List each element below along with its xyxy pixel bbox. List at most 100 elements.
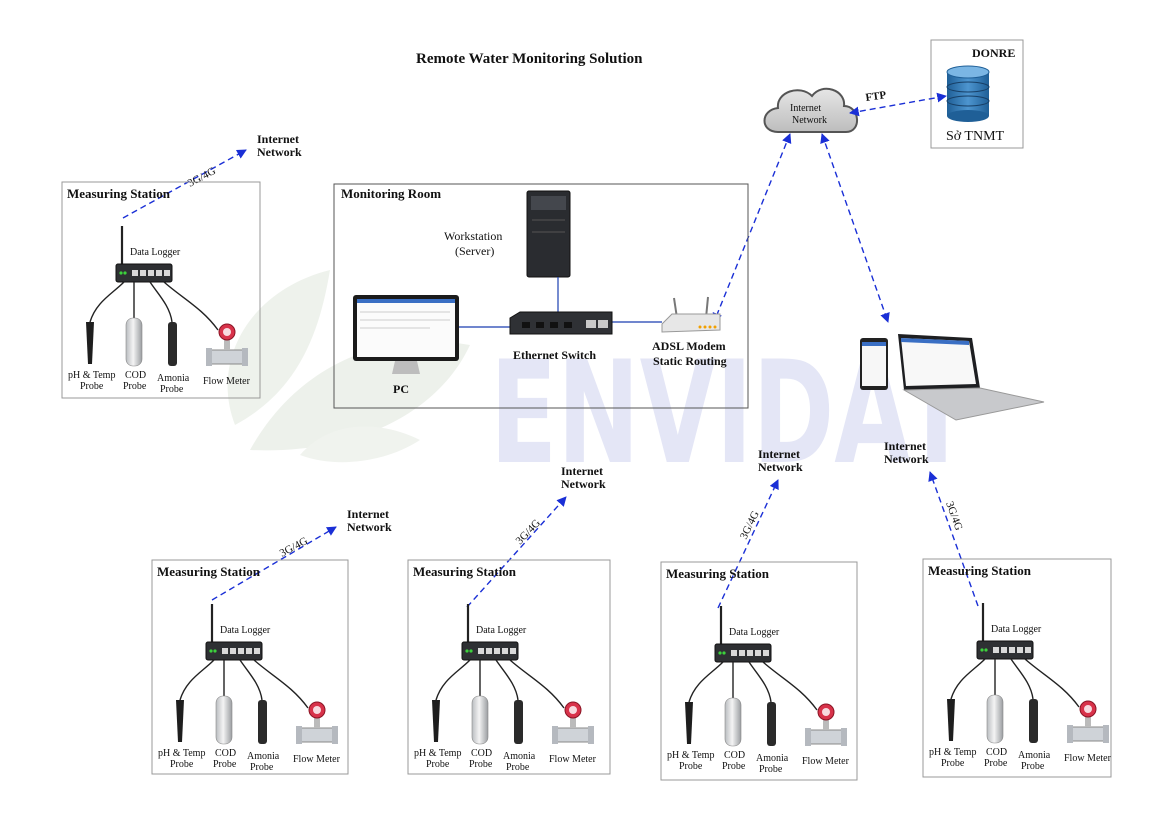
modem-label-line1: ADSL Modem xyxy=(652,339,726,353)
station-box xyxy=(660,561,858,781)
donre-database-label: Sở TNMT xyxy=(946,129,1005,144)
flow-display xyxy=(223,328,231,336)
uplink-label: 3G/4G xyxy=(278,535,310,560)
amonia-label-line1: Amonia xyxy=(503,751,536,762)
amonia-cable xyxy=(149,281,173,323)
cloud-laptop-link xyxy=(820,133,890,323)
flow-flange xyxy=(588,726,594,744)
ph-label-line1: pH & Temp xyxy=(68,370,115,381)
flow-pipe xyxy=(555,727,591,743)
flow-pipe xyxy=(808,729,844,745)
flow-flange xyxy=(841,728,847,746)
modem-label-line2: Static Routing xyxy=(653,354,727,368)
logger-port xyxy=(739,650,745,656)
cod-label-line2: Probe xyxy=(213,759,237,770)
logger-label: Data Logger xyxy=(220,625,271,636)
ph-label-line1: pH & Temp xyxy=(414,748,461,759)
cod-label-line1: COD xyxy=(125,370,146,381)
mobile-phone-icon xyxy=(860,338,888,390)
ftp-link xyxy=(849,92,947,117)
watermark: ENVIDAT xyxy=(227,270,970,496)
logger-port xyxy=(502,648,508,654)
logger-label: Data Logger xyxy=(729,627,780,638)
ftp-label: FTP xyxy=(865,89,888,104)
logger-led xyxy=(980,648,984,652)
cloud-label-line1: Internet xyxy=(790,103,821,114)
amonia-probe-icon xyxy=(514,700,523,744)
amonia-cable xyxy=(239,659,263,701)
ph-probe-icon xyxy=(176,700,184,742)
logger-port xyxy=(486,648,492,654)
amonia-label-line1: Amonia xyxy=(247,751,280,762)
logger-label: Data Logger xyxy=(476,625,527,636)
internet-label-line1: Internet xyxy=(758,447,800,461)
flow-flange xyxy=(552,726,558,744)
amonia-label-line2: Probe xyxy=(506,762,530,773)
amonia-cable xyxy=(748,661,772,703)
flow-pipe xyxy=(209,349,245,365)
ph-label-line2: Probe xyxy=(679,761,703,772)
logger-port xyxy=(222,648,228,654)
flow-flange xyxy=(332,726,338,744)
dynamic-layer: InternetNetwork3G/4GInternetNetwork3G/4G… xyxy=(61,132,1112,781)
cod-label-line2: Probe xyxy=(469,759,493,770)
database-icon xyxy=(946,65,990,122)
uplink-label: 3G/4G xyxy=(738,509,762,541)
flow-cable xyxy=(253,659,309,709)
ph-label-line2: Probe xyxy=(170,759,194,770)
logger-port xyxy=(140,270,146,276)
cod-label-line2: Probe xyxy=(984,758,1008,769)
logger-led xyxy=(123,271,127,275)
internet-label-line2: Network xyxy=(758,460,803,474)
logger-port xyxy=(747,650,753,656)
logger-port xyxy=(731,650,737,656)
internet-label-line1: Internet xyxy=(257,132,299,146)
cod-label-line1: COD xyxy=(215,748,236,759)
internet-label-line2: Network xyxy=(257,145,302,159)
amonia-probe-icon xyxy=(258,700,267,744)
logger-led xyxy=(119,271,123,275)
cod-label-line1: COD xyxy=(986,747,1007,758)
data-logger-icon xyxy=(976,640,1034,660)
cod-label-line1: COD xyxy=(471,748,492,759)
logger-port xyxy=(1017,647,1023,653)
logger-led xyxy=(469,649,473,653)
uplink-3g4g xyxy=(466,496,567,608)
station-title: Measuring Station xyxy=(413,564,517,579)
amonia-probe-icon xyxy=(168,322,177,366)
cod-probe-icon xyxy=(471,695,489,745)
ph-cable xyxy=(950,658,986,700)
logger-port xyxy=(132,270,138,276)
flow-display xyxy=(822,708,830,716)
ph-probe-icon xyxy=(432,700,440,742)
internet-label-line1: Internet xyxy=(347,507,389,521)
logger-led xyxy=(213,649,217,653)
logger-port xyxy=(254,648,260,654)
laptop-icon xyxy=(898,334,1045,421)
logger-led xyxy=(465,649,469,653)
ph-probe-icon xyxy=(685,702,693,744)
logger-led xyxy=(722,651,726,655)
ph-cable xyxy=(688,661,724,703)
logger-port xyxy=(1025,647,1031,653)
internet-label-line2: Network xyxy=(347,520,392,534)
station-title: Measuring Station xyxy=(666,566,770,581)
flow-flange xyxy=(206,348,212,366)
uplink-label: 3G/4G xyxy=(186,165,218,190)
flow-flange xyxy=(242,348,248,366)
amonia-cable xyxy=(1010,658,1034,700)
uplink-3g4g xyxy=(717,479,779,609)
flow-meter-icon xyxy=(805,703,847,746)
logger-port xyxy=(1001,647,1007,653)
flow-display xyxy=(569,706,577,714)
amonia-label-line2: Probe xyxy=(160,384,184,395)
logger-port xyxy=(494,648,500,654)
watermark-text: ENVIDAT xyxy=(490,331,970,496)
flow-flange xyxy=(805,728,811,746)
cod-probe-icon xyxy=(215,695,233,745)
